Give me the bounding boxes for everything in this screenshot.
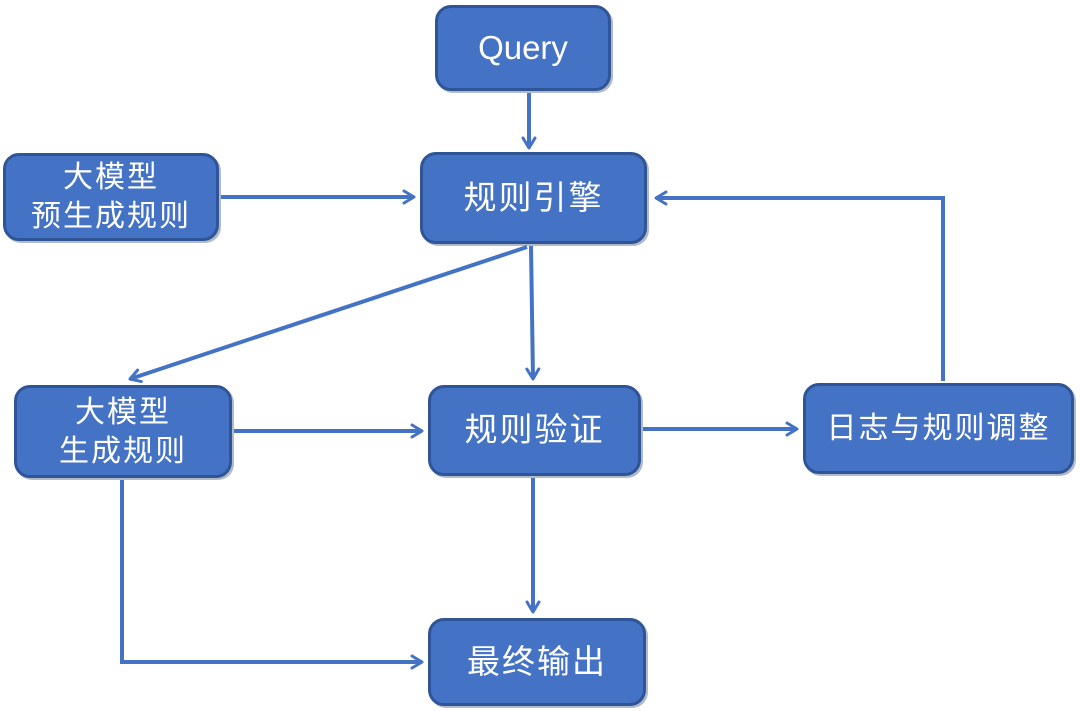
edge-engine-to-gen	[128, 245, 528, 384]
node-llm-pregenerated-rules-line1: 大模型	[63, 161, 159, 194]
node-llm-pregenerated-rules: 大模型 预生成规则	[3, 153, 219, 241]
edge-logs-to-engine	[654, 190, 945, 381]
node-rule-validation-label: 规则验证	[464, 411, 605, 449]
node-query-label: Query	[478, 28, 568, 66]
node-llm-generated-rules-line1: 大模型	[75, 395, 171, 429]
node-query: Query	[435, 5, 611, 91]
node-final-output: 最终输出	[428, 618, 646, 706]
edge-engine-to-validate	[525, 245, 541, 381]
node-rule-validation: 规则验证	[428, 385, 641, 476]
node-final-output-label: 最终输出	[467, 642, 607, 680]
node-rule-engine: 规则引擎	[420, 152, 647, 244]
node-logs-and-rule-adjustment-label: 日志与规则调整	[826, 412, 1051, 445]
node-llm-pregenerated-rules-line2: 预生成规则	[31, 200, 191, 233]
node-llm-generated-rules: 大模型 生成规则	[14, 385, 232, 478]
node-rule-engine-label: 规则引擎	[463, 178, 604, 216]
node-llm-generated-rules-line2: 生成规则	[59, 434, 187, 468]
node-logs-and-rule-adjustment: 日志与规则调整	[803, 383, 1074, 474]
edge-gen-to-output	[120, 480, 424, 670]
